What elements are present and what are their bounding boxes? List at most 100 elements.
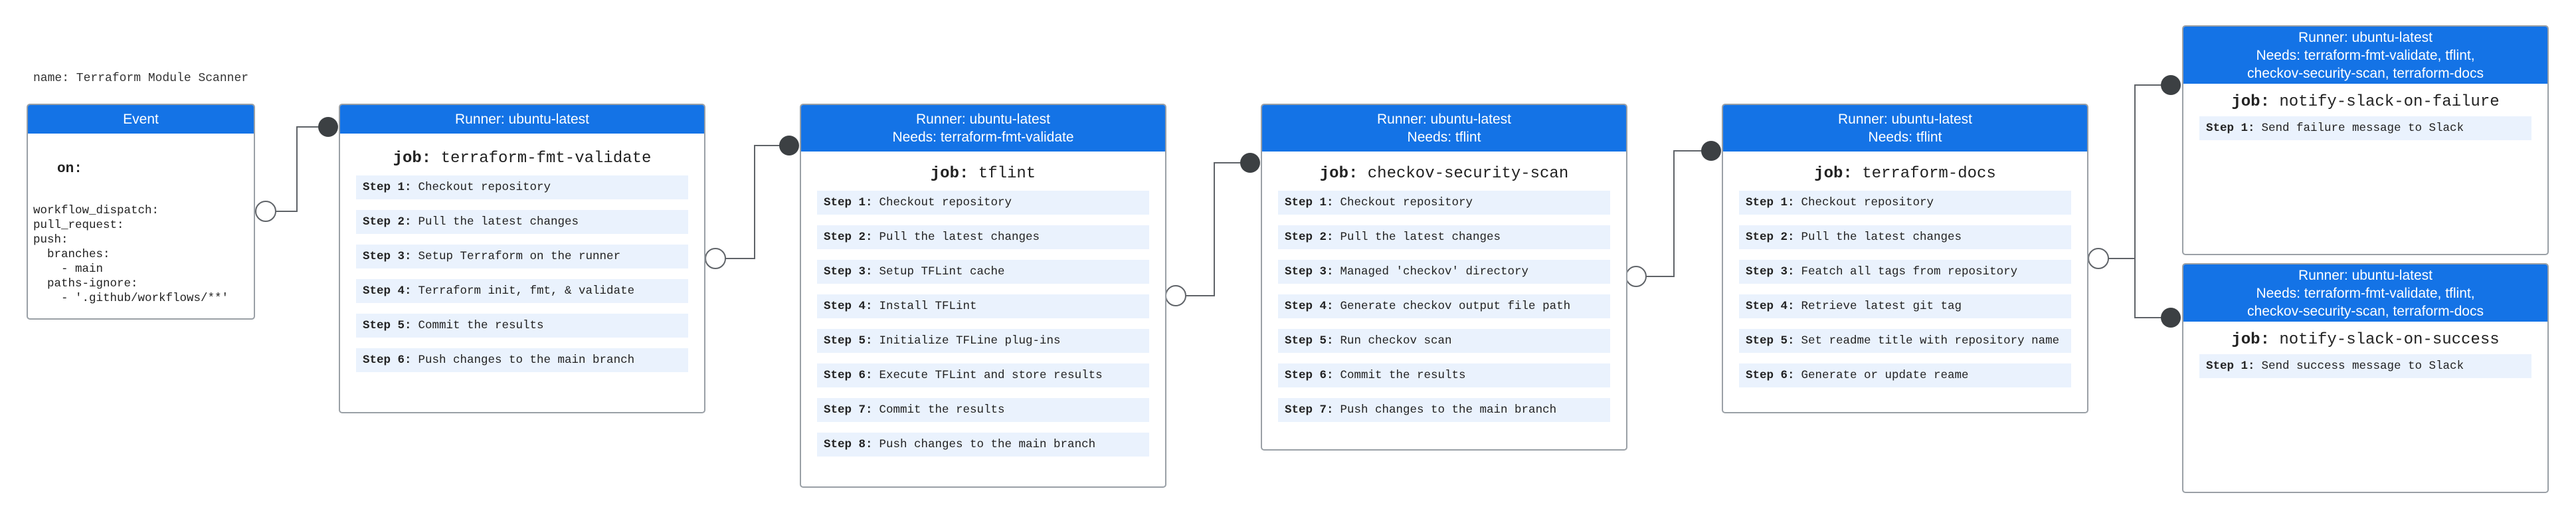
step-text: Send success message to Slack [2261, 360, 2464, 373]
step-label: Step 4: [363, 284, 412, 298]
step-item: Step 6:Generate or update reame [1739, 363, 2071, 387]
input-port-docs [1701, 141, 1721, 161]
step-text: Checkout repository [1340, 196, 1473, 209]
job-card-tflint[interactable]: Runner: ubuntu-latest Needs: terraform-f… [800, 104, 1166, 488]
step-label: Step 3: [1285, 265, 1334, 278]
connector-docs-to-notify [2098, 84, 2171, 318]
needs-label-continued: checkov-security-scan, terraform-docs [2247, 65, 2484, 81]
step-item: Step 4: Install TFLint [817, 294, 1149, 318]
step-text: Checkout repository [1801, 196, 1934, 209]
step-text: Generate or update reame [1801, 369, 1969, 382]
step-label: Step 3: [824, 265, 873, 278]
event-header: Event [28, 105, 254, 134]
job-name: terraform-docs [1862, 165, 1996, 183]
runner-label: Runner: ubuntu-latest [1377, 112, 1511, 127]
step-item: Step 5:Commit the results [356, 314, 688, 338]
runner-label: Runner: ubuntu-latest [455, 112, 589, 127]
step-label: Step 2: [1285, 231, 1334, 244]
step-label: Step 6: [1285, 369, 1334, 382]
step-text: Pull the latest changes [418, 215, 579, 229]
step-text: Setup Terraform on the runner [418, 250, 621, 263]
step-item: Step 2:Pull the latest changes [356, 210, 688, 234]
input-port-checkov [1240, 153, 1260, 173]
step-item: Step 1:Checkout repository [817, 191, 1149, 215]
connector-fmt-to-tflint [715, 145, 789, 259]
input-port-notify-failure [2161, 75, 2181, 95]
step-item: Step 3: Managed 'checkov' directory [1278, 260, 1610, 284]
input-port-tflint [779, 136, 799, 156]
step-item: Step 4:Terraform init, fmt, & validate [356, 279, 688, 303]
job-label: job: [2231, 93, 2270, 111]
step-label: Step 1: [2206, 360, 2255, 373]
job-card-notify-slack-on-success[interactable]: Runner: ubuntu-latest Needs: terraform-f… [2182, 263, 2549, 493]
step-text: Push changes to the main branch [1340, 403, 1557, 417]
step-label: Step 1: [1746, 196, 1795, 209]
job-label: job: [1319, 165, 1358, 183]
step-text: Checkout repository [418, 181, 551, 194]
step-label: Step 7: [1285, 403, 1334, 417]
step-label: Step 7: [824, 403, 873, 417]
job-title: job: tflint [801, 165, 1165, 183]
step-text: Install TFLint [879, 300, 977, 313]
output-port-checkov [1625, 266, 1647, 287]
job-title: job: checkov-security-scan [1262, 165, 1626, 183]
step-item: Step 1:Checkout repository [1278, 191, 1610, 215]
step-text: Set readme title with repository name [1801, 334, 2060, 348]
job-title: job: notify-slack-on-success [2183, 331, 2547, 349]
connector-event-to-fmt [266, 126, 328, 212]
runner-label: Runner: ubuntu-latest [2298, 267, 2433, 283]
step-text: Commit the results [418, 319, 544, 332]
step-label: Step 1: [824, 196, 873, 209]
job-title: job: terraform-docs [1723, 165, 2087, 183]
step-label: Step 4: [824, 300, 873, 313]
job-header: Runner: ubuntu-latest Needs: tflint [1723, 105, 2087, 152]
runner-label: Runner: ubuntu-latest [1838, 112, 1972, 127]
step-item: Step 1: Send success message to Slack [2199, 354, 2531, 378]
output-port-tflint [1165, 285, 1186, 306]
job-card-checkov-security-scan[interactable]: Runner: ubuntu-latest Needs: tflint job:… [1261, 104, 1627, 451]
job-label: job: [930, 165, 969, 183]
step-label: Step 1: [2206, 122, 2255, 135]
output-port-docs [2088, 248, 2109, 269]
step-text: Retrieve latest git tag [1801, 300, 1962, 313]
job-label: job: [2231, 331, 2270, 349]
step-text: Push changes to the main branch [418, 354, 635, 367]
step-item: Step 1: Checkout repository [356, 175, 688, 199]
event-card[interactable]: Event on: workflow_dispatch: pull_reques… [27, 104, 255, 320]
job-name: tflint [978, 165, 1036, 183]
input-port-notify-success [2161, 308, 2181, 328]
job-header: Runner: ubuntu-latest Needs: terraform-f… [801, 105, 1165, 152]
step-text: Push changes to the main branch [879, 438, 1096, 451]
job-name: terraform-fmt-validate [440, 150, 652, 167]
step-text: Initialize TFLine plug-ins [879, 334, 1061, 348]
step-label: Step 1: [363, 181, 412, 194]
step-item: Step 4:Retrieve latest git tag [1739, 294, 2071, 318]
step-item: Step 2:Pull the latest changes [1739, 225, 2071, 249]
job-label: job: [393, 150, 432, 167]
step-label: Step 6: [824, 369, 873, 382]
needs-label: Needs: tflint [1407, 130, 1481, 145]
job-card-terraform-docs[interactable]: Runner: ubuntu-latest Needs: tflint job:… [1722, 104, 2088, 413]
step-item: Step 7: Commit the results [817, 398, 1149, 422]
job-header: Runner: ubuntu-latest [340, 105, 704, 134]
step-label: Step 2: [824, 231, 873, 244]
job-card-notify-slack-on-failure[interactable]: Runner: ubuntu-latest Needs: terraform-f… [2182, 25, 2549, 255]
step-label: Step 2: [1746, 231, 1795, 244]
step-item: Step 6:Commit the results [1278, 363, 1610, 387]
step-item: Step 5:Initialize TFLine plug-ins [817, 329, 1149, 353]
job-label: job: [1814, 165, 1853, 183]
job-header: Runner: ubuntu-latest Needs: terraform-f… [2183, 264, 2547, 322]
step-text: Managed 'checkov' directory [1340, 265, 1529, 278]
step-item: Step 3:Setup TFLint cache [817, 260, 1149, 284]
job-card-terraform-fmt-validate[interactable]: Runner: ubuntu-latest job: terraform-fmt… [339, 104, 705, 413]
connector-checkov-to-docs [1636, 150, 1711, 277]
job-title: job: notify-slack-on-failure [2183, 93, 2547, 111]
job-name: notify-slack-on-success [2279, 331, 2500, 349]
step-text: Commit the results [879, 403, 1005, 417]
step-item: Step 7: Push changes to the main branch [1278, 398, 1610, 422]
needs-label: Needs: tflint [1868, 130, 1942, 145]
step-text: Pull the latest changes [1340, 231, 1501, 244]
needs-label: Needs: terraform-fmt-validate, tflint, [2256, 47, 2475, 63]
step-item: Step 3:Featch all tags from repository [1739, 260, 2071, 284]
